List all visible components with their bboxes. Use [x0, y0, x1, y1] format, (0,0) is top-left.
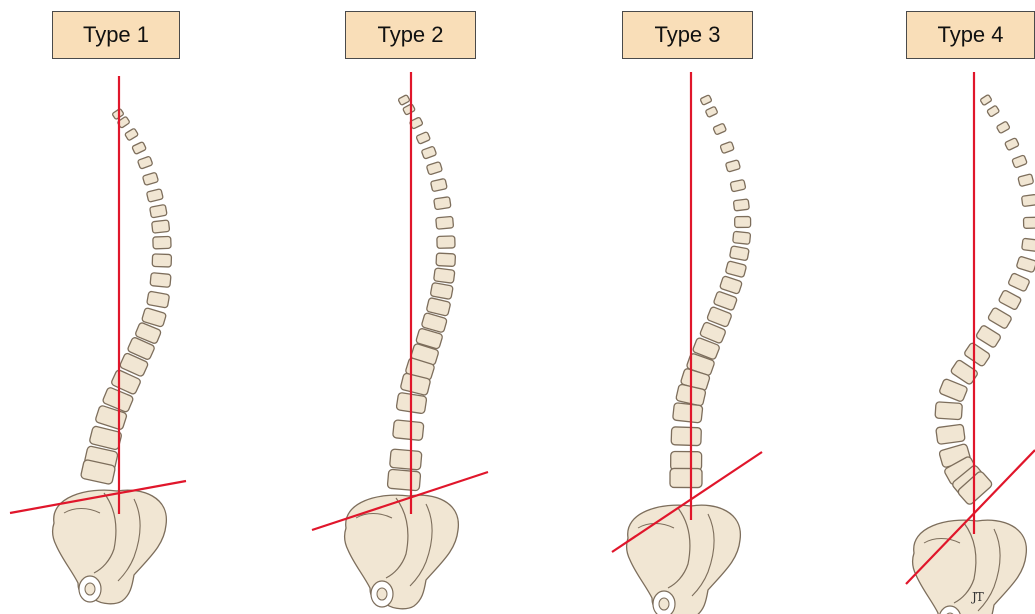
vertebra [713, 123, 727, 135]
vertebra [1005, 138, 1020, 151]
pelvis-3 [627, 505, 741, 614]
vertebra [146, 189, 163, 203]
vertebra [137, 156, 152, 169]
vertebra [142, 172, 158, 185]
vertebra [1008, 273, 1030, 292]
spine-panel-3 [612, 72, 762, 614]
vertebral-column-1 [80, 108, 171, 484]
vertebra [153, 236, 171, 249]
vertebra [387, 469, 421, 491]
vertebra [125, 128, 139, 141]
vertebra [150, 273, 171, 288]
vertebra [390, 449, 422, 470]
vertebra [416, 132, 431, 145]
vertebra [975, 325, 1001, 349]
vertebra [147, 291, 170, 308]
vertebra [719, 276, 742, 295]
vertebra [939, 378, 968, 402]
vertebra [436, 216, 454, 229]
vertebra [720, 141, 734, 153]
type-3-label: Type 3 [622, 11, 753, 59]
artist-signature: JT [972, 590, 983, 604]
vertebra [671, 451, 702, 470]
vertebra [421, 146, 436, 159]
vertebra [729, 246, 749, 261]
vertebra [730, 179, 746, 191]
vertebra [987, 307, 1012, 329]
vertebra [152, 254, 171, 267]
pelvis-1 [53, 490, 167, 604]
pelvis-2 [345, 495, 459, 609]
vertebra [733, 199, 749, 211]
vertebra [430, 178, 447, 191]
type-4-label: Type 4 [906, 11, 1035, 59]
vertebra [403, 104, 416, 116]
vertebra [670, 468, 702, 487]
spine-panel-4 [906, 72, 1035, 614]
vertebra [1016, 256, 1035, 273]
vertebra [725, 160, 740, 172]
vertebra [434, 197, 451, 210]
vertebra [434, 268, 455, 283]
vertebra [398, 95, 410, 106]
spine-panel-1 [10, 76, 186, 604]
pelvis-4 [913, 520, 1027, 614]
vertebra [1021, 194, 1035, 206]
vertebra [733, 231, 751, 244]
vertebra [705, 106, 718, 117]
vertebra [935, 402, 962, 420]
vertebral-column-4 [935, 94, 1035, 505]
vertebra [1018, 174, 1034, 187]
vertebra [987, 105, 1000, 117]
vertebra [998, 290, 1022, 311]
vertebra [1023, 217, 1035, 228]
vertebra [437, 236, 455, 248]
spine-panel-2 [312, 72, 488, 609]
vertebra [430, 282, 453, 299]
vertebra [436, 253, 455, 266]
vertebra [996, 121, 1010, 134]
vertebra [132, 141, 147, 154]
spine-panels [10, 72, 1035, 614]
vertebra [980, 94, 992, 105]
vertebra [963, 342, 990, 367]
vertebra [150, 204, 168, 217]
vertebra [700, 95, 712, 106]
vertebral-column-3 [670, 95, 751, 488]
vertebra [393, 420, 424, 441]
vertebra [671, 427, 701, 446]
vertebra [1012, 155, 1028, 168]
vertebra [725, 261, 746, 278]
vertebra [1022, 238, 1035, 251]
vertebra [426, 162, 442, 175]
vertebra [936, 424, 966, 444]
type-1-label: Type 1 [52, 11, 180, 59]
vertebra [152, 220, 170, 233]
vertebra [673, 403, 703, 423]
vertebra [735, 217, 751, 228]
vertebral-column-2 [387, 95, 455, 491]
type-2-label: Type 2 [345, 11, 476, 59]
